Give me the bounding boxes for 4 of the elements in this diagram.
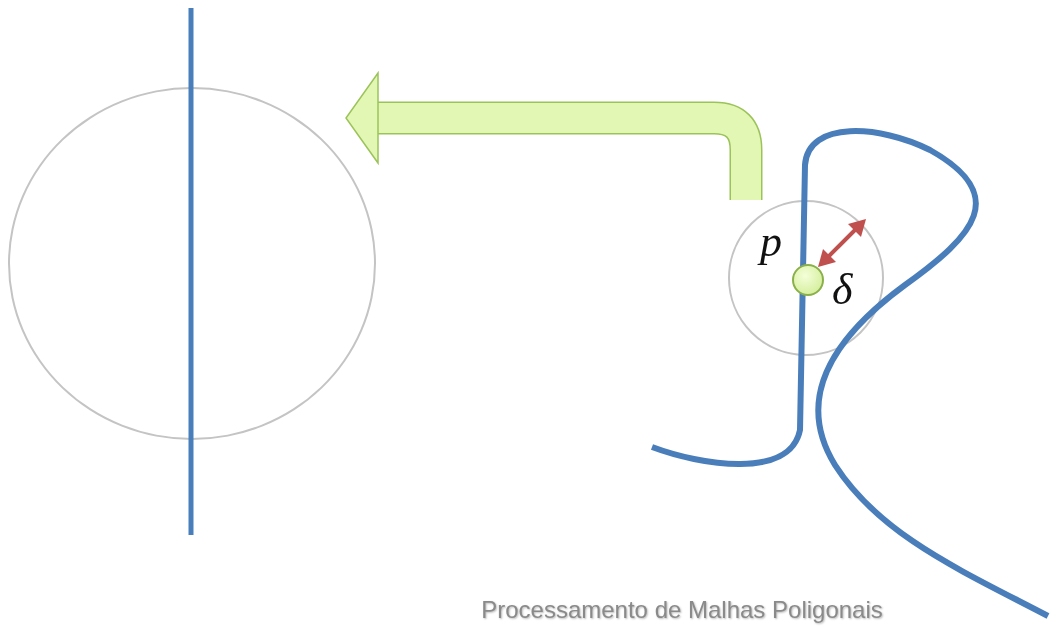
circle-outline	[8, 87, 376, 440]
math-symbol: δ	[832, 268, 853, 312]
point-dot	[792, 264, 824, 296]
footer-text: Processamento de Malhas Poligonais	[480, 596, 884, 624]
